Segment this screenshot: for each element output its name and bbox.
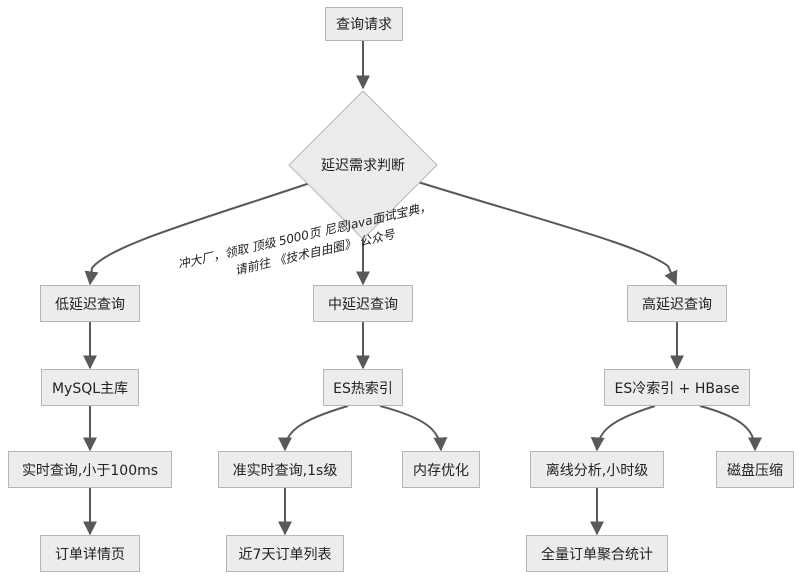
edge-decision-high: [417, 181, 678, 286]
node-high-latency-query: 高延迟查询: [627, 285, 727, 322]
node-latency-decision: 延迟需求判断: [321, 158, 405, 174]
node-full-order-stats: 全量订单聚合统计: [526, 535, 668, 572]
node-es-cold-index-hbase: ES冷索引 + HBase: [604, 369, 750, 406]
edge-decision-low: [84, 182, 311, 286]
edge-es-cold-disk: [699, 405, 762, 452]
node-near-realtime-query: 准实时查询,1s级: [218, 451, 352, 488]
node-mysql-master: MySQL主库: [41, 369, 139, 406]
node-low-latency-query: 低延迟查询: [40, 285, 140, 322]
node-es-hot-index: ES热索引: [323, 369, 403, 406]
edge-es-cold-offline: [590, 405, 656, 452]
edge-es-hot-near-realtime: [278, 405, 349, 452]
node-offline-analysis: 离线分析,小时级: [530, 451, 664, 488]
node-recent-order-list: 近7天订单列表: [226, 535, 344, 572]
edge-es-hot-memory: [379, 405, 448, 452]
node-memory-optimization: 内存优化: [402, 451, 480, 488]
node-realtime-query: 实时查询,小于100ms: [8, 451, 172, 488]
decision-diamond: [288, 90, 438, 240]
node-query-request: 查询请求: [325, 7, 403, 41]
node-order-detail-page: 订单详情页: [40, 535, 140, 572]
node-mid-latency-query: 中延迟查询: [313, 285, 413, 322]
node-disk-compression: 磁盘压缩: [716, 451, 794, 488]
